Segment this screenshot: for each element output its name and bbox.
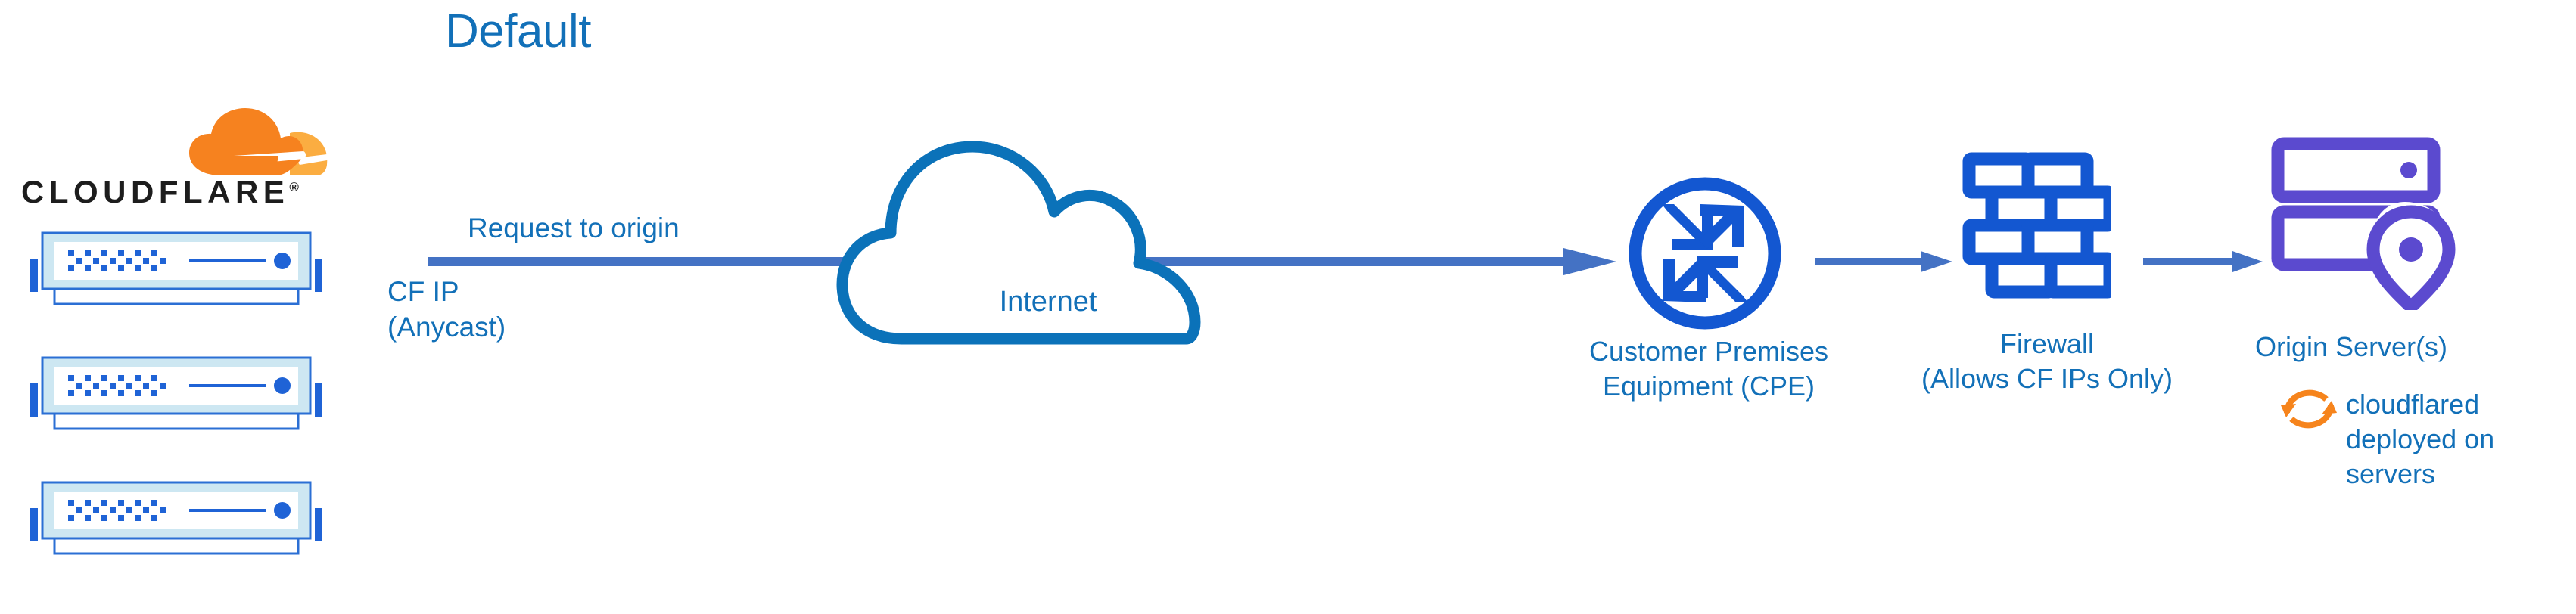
page-title: Default [445,5,591,57]
cloudflare-cloud-logo-icon [186,106,330,186]
server-rack-unit [14,344,339,435]
sync-arrows-icon [2278,378,2340,440]
router-circle-arrows-icon [1626,174,1784,333]
internet-label: Internet [999,286,1097,318]
cf-ip-anycast-label: CF IP (Anycast) [387,276,506,343]
registered-trademark-icon: ® [289,180,299,194]
cloudflare-wordmark-text: CLOUDFLARE [21,174,290,209]
server-rack-unit [14,219,339,310]
internet-cloud-icon [829,112,1260,354]
cloudflare-wordmark: CLOUDFLARE® [21,174,299,210]
server-location-pin-icon [2270,136,2459,316]
request-to-origin-label: Request to origin [468,212,680,243]
cloudflared-note-label: cloudflared deployed on servers [2346,389,2495,490]
firewall-label: Firewall (Allows CF IPs Only) [1921,328,2173,395]
arrow-firewall-to-origin [2143,251,2263,272]
server-rack-unit [14,469,339,560]
brick-wall-icon [1960,151,2117,318]
origin-server-label: Origin Server(s) [2255,331,2448,362]
arrow-cpe-to-firewall [1815,251,1952,272]
cloudflare-logo: CLOUDFLARE® [21,106,339,227]
cpe-label: Customer Premises Equipment (CPE) [1588,336,1829,402]
